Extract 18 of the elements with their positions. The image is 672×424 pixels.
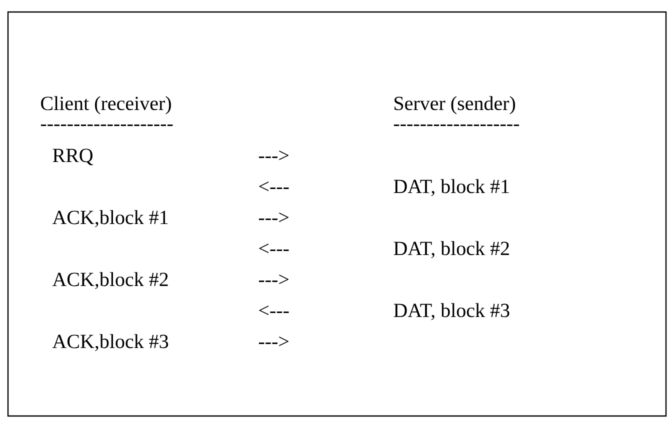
arrow-text: <--- (259, 306, 289, 316)
message-text: RRQ (52, 148, 93, 166)
column-heading: Client (receiver) (41, 96, 171, 114)
column-heading: Server (sender) (394, 96, 516, 114)
message-text: DAT, block #1 (394, 179, 509, 196)
message-text: DAT, block #2 (394, 241, 509, 258)
arrow-text: ---> (258, 212, 288, 222)
arrow-text: ---> (258, 274, 288, 284)
message-text: ACK,block #1 (52, 210, 168, 228)
arrow-text: ---> (258, 150, 288, 160)
divider-text: ------------------- (394, 124, 520, 126)
message-text: ACK,block #2 (52, 272, 168, 290)
message-text: DAT, block #3 (394, 303, 510, 320)
arrow-text: ---> (258, 336, 288, 346)
divider-text: -------------------- (40, 124, 173, 126)
message-text: ACK,block #3 (52, 334, 168, 352)
arrow-text: <--- (259, 244, 289, 254)
arrow-text: <--- (259, 182, 289, 192)
